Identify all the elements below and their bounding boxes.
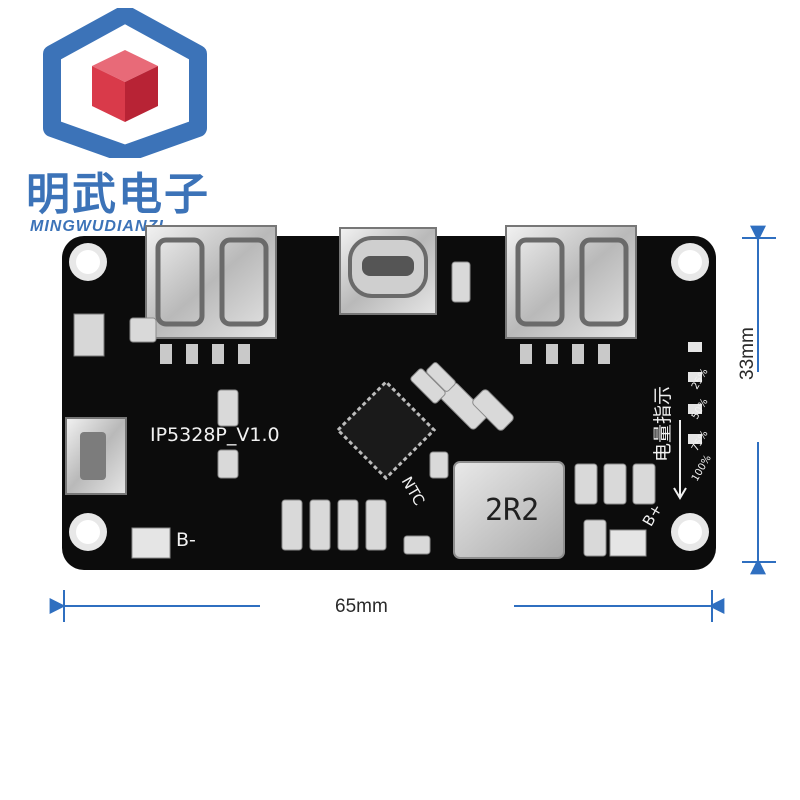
ip5328p-chip [335, 379, 437, 481]
slide-switch [73, 313, 105, 357]
brand-logo-icon [43, 8, 207, 158]
smd-components [129, 261, 656, 557]
battery-indicator-leds [688, 342, 702, 444]
inductor-marking: 2R2 [485, 493, 540, 528]
width-dimension-label: 65mm [335, 596, 388, 617]
power-inductor [453, 461, 565, 559]
brand-name-en: MINGWUDIANZI [30, 218, 164, 235]
micro-usb-port [65, 417, 127, 495]
brand-name-cn: 明武电子 [26, 169, 210, 220]
indicator-label: 电量指示 [652, 385, 674, 462]
battery-positive-pad [609, 529, 647, 557]
usb-a-port-right [505, 225, 637, 339]
usb-c-port [339, 227, 437, 315]
height-dimension-label: 33mm [737, 327, 758, 380]
board-model-label: IP5328P_V1.0 [150, 424, 280, 446]
usb-a-port-left [145, 225, 277, 339]
battery-negative-pad [131, 527, 171, 559]
battery-negative-label: B- [176, 529, 196, 551]
